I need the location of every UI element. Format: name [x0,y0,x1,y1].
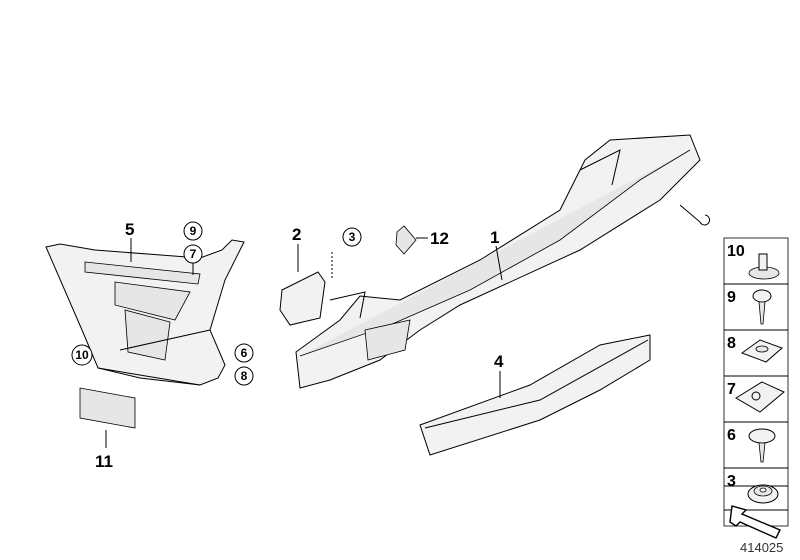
legend-panel [723,237,789,527]
callout-8: 8 [234,366,254,386]
callout-9: 9 [183,221,203,241]
label-5: 5 [125,220,134,239]
label-2: 2 [292,225,301,244]
legend-item-7: 7 [727,381,785,413]
legend-item-10: 10 [727,243,780,280]
svg-text:8: 8 [727,335,736,352]
callout-10: 10 [71,344,93,366]
legend-item-6: 6 [727,427,776,463]
part-12-gasket[interactable] [395,225,417,255]
label-11: 11 [95,452,113,471]
part-11-pad[interactable] [79,387,136,429]
svg-text:10: 10 [75,348,89,362]
label-12: 12 [430,229,449,248]
svg-text:9: 9 [727,289,736,306]
svg-text:3: 3 [727,473,736,490]
svg-text:9: 9 [190,224,197,238]
part-1-bumper-carrier[interactable] [295,134,711,389]
label-1: 1 [490,228,499,247]
svg-text:8: 8 [241,369,248,383]
self-tapping-screw-icon [752,289,772,325]
label-4: 4 [494,352,504,371]
speed-clip-icon [735,381,785,413]
callout-6: 6 [234,343,254,363]
bolt-with-washer-icon [748,253,780,280]
part-4-absorber[interactable] [419,334,651,456]
part-5-bracket[interactable] [45,239,245,386]
callout-7: 7 [183,244,203,264]
svg-text:6: 6 [727,427,736,444]
spring-nut-clip-icon [740,339,783,363]
legend-item-8: 8 [727,335,783,363]
part-2-plate[interactable] [279,271,326,326]
svg-text:10: 10 [727,243,745,260]
diagram-reference-number: 414025 [740,540,783,555]
svg-text:3: 3 [349,230,356,244]
callout-3: 3 [342,227,362,247]
legend-item-9: 9 [727,289,772,325]
collar-screw-icon [748,428,776,463]
svg-text:7: 7 [190,247,197,261]
svg-text:7: 7 [727,381,736,398]
hex-flange-nut-icon [747,484,779,504]
legend-item-3: 3 [727,473,779,504]
svg-text:6: 6 [241,346,248,360]
direction-arrow-icon [724,505,788,539]
